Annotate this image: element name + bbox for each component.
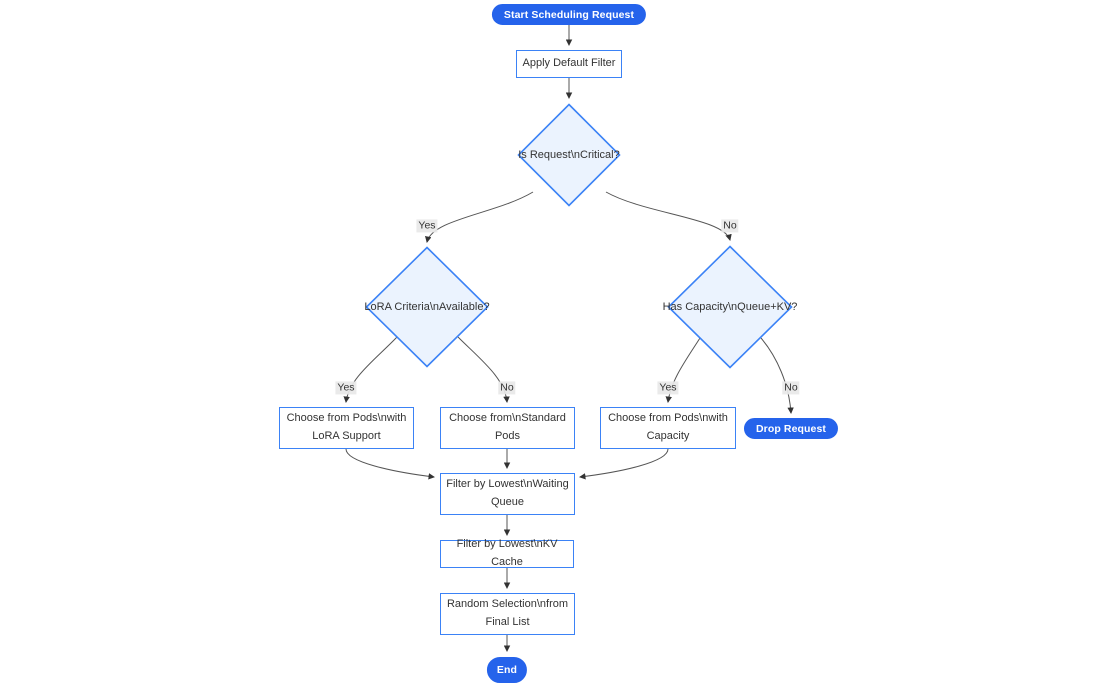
node-filter-waiting-queue-line1: Filter by Lowest\nWaiting: [446, 478, 569, 491]
edge-label-capacity-yes: Yes: [657, 381, 679, 395]
node-choose-lora-pods-line2: LoRA Support: [312, 430, 381, 442]
node-choose-capacity-pods-line2: Capacity: [646, 430, 690, 442]
node-start-label: Start Scheduling Request: [503, 8, 635, 21]
node-choose-lora-pods-line1: Choose from Pods\nwith: [286, 412, 407, 425]
node-end-label: End: [496, 664, 518, 676]
edge-choose-capacity-to-filter-queue: [579, 448, 669, 480]
node-has-capacity: Has Capacity\nQueue+KV?: [663, 245, 797, 369]
node-start: Start Scheduling Request: [491, 4, 647, 25]
node-choose-lora-pods: Choose from Pods\nwith LoRA Support: [279, 407, 414, 449]
node-is-request-critical: Is Request\nCritical?: [517, 103, 621, 207]
node-choose-standard-pods: Choose from\nStandard Pods: [440, 407, 575, 449]
node-apply-default-filter: Apply Default Filter: [516, 50, 622, 78]
node-random-selection-line2: Final List: [485, 616, 530, 628]
edge-label-critical-yes: Yes: [416, 219, 438, 233]
node-apply-default-filter-label: Apply Default Filter: [522, 57, 616, 70]
edge-label-lora-yes: Yes: [335, 381, 357, 395]
node-filter-kv-cache-label: Filter by Lowest\nKV Cache: [456, 538, 558, 568]
edge-label-critical-no: No: [721, 219, 739, 233]
edge-lora-yes-to-choose-lora: [343, 336, 398, 403]
edge-label-capacity-no: No: [782, 381, 800, 395]
node-choose-standard-pods-line2: Pods: [494, 430, 521, 442]
node-random-selection-line1: Random Selection\nfrom: [446, 598, 569, 611]
edge-is-critical-no-to-capacity: [605, 191, 732, 241]
node-filter-kv-cache: Filter by Lowest\nKV Cache: [440, 538, 574, 568]
edge-capacity-yes-to-choose-capacity: [665, 337, 701, 403]
node-end: End: [486, 657, 528, 683]
node-filter-waiting-queue: Filter by Lowest\nWaiting Queue: [440, 473, 575, 515]
edge-choose-lora-to-filter-queue: [345, 448, 435, 480]
node-choose-standard-pods-line1: Choose from\nStandard: [449, 412, 566, 425]
diamond-shape: [517, 103, 621, 207]
node-lora-criteria-available-label: LoRA Criteria\nAvailable?: [364, 301, 490, 313]
edge-capacity-no-to-drop: [760, 337, 794, 414]
node-has-capacity-label: Has Capacity\nQueue+KV?: [662, 301, 798, 313]
node-filter-waiting-queue-line2: Queue: [490, 496, 525, 508]
edge-lora-no-to-choose-standard: [457, 336, 510, 403]
diamond-shape: [667, 245, 793, 369]
node-drop-request-label: Drop Request: [755, 422, 827, 435]
node-choose-capacity-pods-line1: Choose from Pods\nwith: [608, 412, 728, 425]
node-is-request-critical-label: Is Request\nCritical?: [518, 149, 620, 161]
node-random-selection: Random Selection\nfrom Final List: [440, 593, 575, 635]
edge-label-lora-no: No: [498, 381, 516, 395]
node-lora-criteria-available: LoRA Criteria\nAvailable?: [364, 246, 490, 368]
node-drop-request: Drop Request: [743, 418, 839, 439]
edge-is-critical-yes-to-lora: [425, 191, 534, 243]
diamond-shape: [365, 246, 489, 368]
node-choose-capacity-pods: Choose from Pods\nwith Capacity: [600, 407, 736, 449]
